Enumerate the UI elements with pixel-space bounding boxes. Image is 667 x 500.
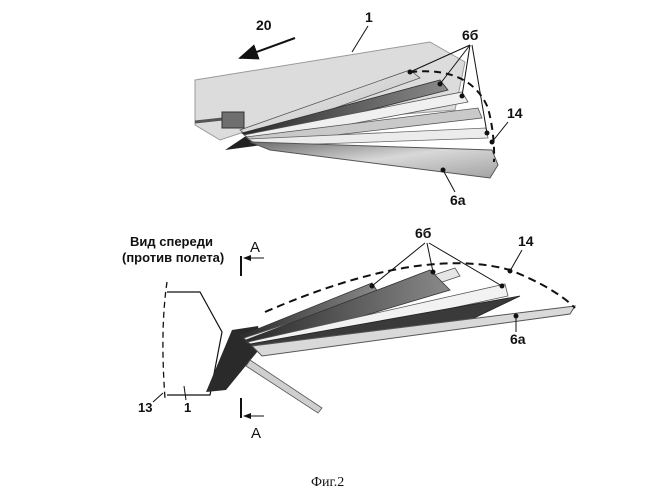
front-lower-rod bbox=[245, 359, 323, 414]
leader-6b-front bbox=[428, 242, 503, 287]
flight-direction-arrow bbox=[238, 37, 296, 60]
body-outline-front bbox=[167, 291, 223, 396]
feather-6a-dot bbox=[440, 167, 446, 173]
leader-6b-top bbox=[471, 44, 488, 134]
contour-14-top bbox=[409, 70, 496, 163]
leader-14-front bbox=[509, 249, 523, 272]
label-13: 13 bbox=[138, 400, 152, 415]
leader-6b-top bbox=[409, 44, 471, 73]
axis-13-front bbox=[162, 281, 168, 399]
feather-6a-front bbox=[250, 305, 576, 357]
leader-1-top bbox=[351, 25, 369, 53]
front-view: Вид спереди (против полета) А А 13 1 bbox=[122, 225, 576, 442]
leader-6b-top bbox=[439, 44, 471, 85]
contour-14-dot bbox=[489, 139, 495, 145]
front-view-subtitle: (против полета) bbox=[122, 250, 224, 265]
leader-6a-top bbox=[442, 169, 456, 193]
leader-13 bbox=[152, 392, 164, 403]
figure-caption: Фиг.2 bbox=[311, 475, 344, 490]
label-a-top: А bbox=[250, 239, 260, 256]
front-view-title: Вид спереди bbox=[130, 234, 213, 249]
contour-14-front bbox=[264, 262, 576, 313]
label-6b-top: 6б bbox=[462, 27, 479, 43]
contour-14-dot bbox=[507, 268, 513, 274]
label-6a-front: 6а bbox=[510, 331, 526, 347]
leader-6b-top bbox=[461, 44, 471, 97]
leader-14-top bbox=[491, 121, 509, 143]
label-a-bottom: А bbox=[251, 425, 261, 442]
label-6b-front: 6б bbox=[415, 225, 432, 241]
leader-6b-front bbox=[371, 242, 426, 287]
mount-joint bbox=[221, 111, 245, 129]
label-14-top: 14 bbox=[507, 105, 523, 121]
label-6a-top: 6а bbox=[450, 192, 466, 208]
label-20: 20 bbox=[256, 17, 272, 33]
leader-1-front bbox=[183, 385, 187, 401]
label-1-top: 1 bbox=[365, 9, 373, 25]
label-1-front: 1 bbox=[184, 400, 191, 415]
top-view: 20 1 6б 14 6а bbox=[194, 9, 523, 208]
label-14-front: 14 bbox=[518, 233, 534, 249]
leader-6b-front bbox=[426, 242, 434, 273]
feather-6a-dot bbox=[513, 313, 519, 319]
feather-6a-top bbox=[249, 141, 499, 179]
